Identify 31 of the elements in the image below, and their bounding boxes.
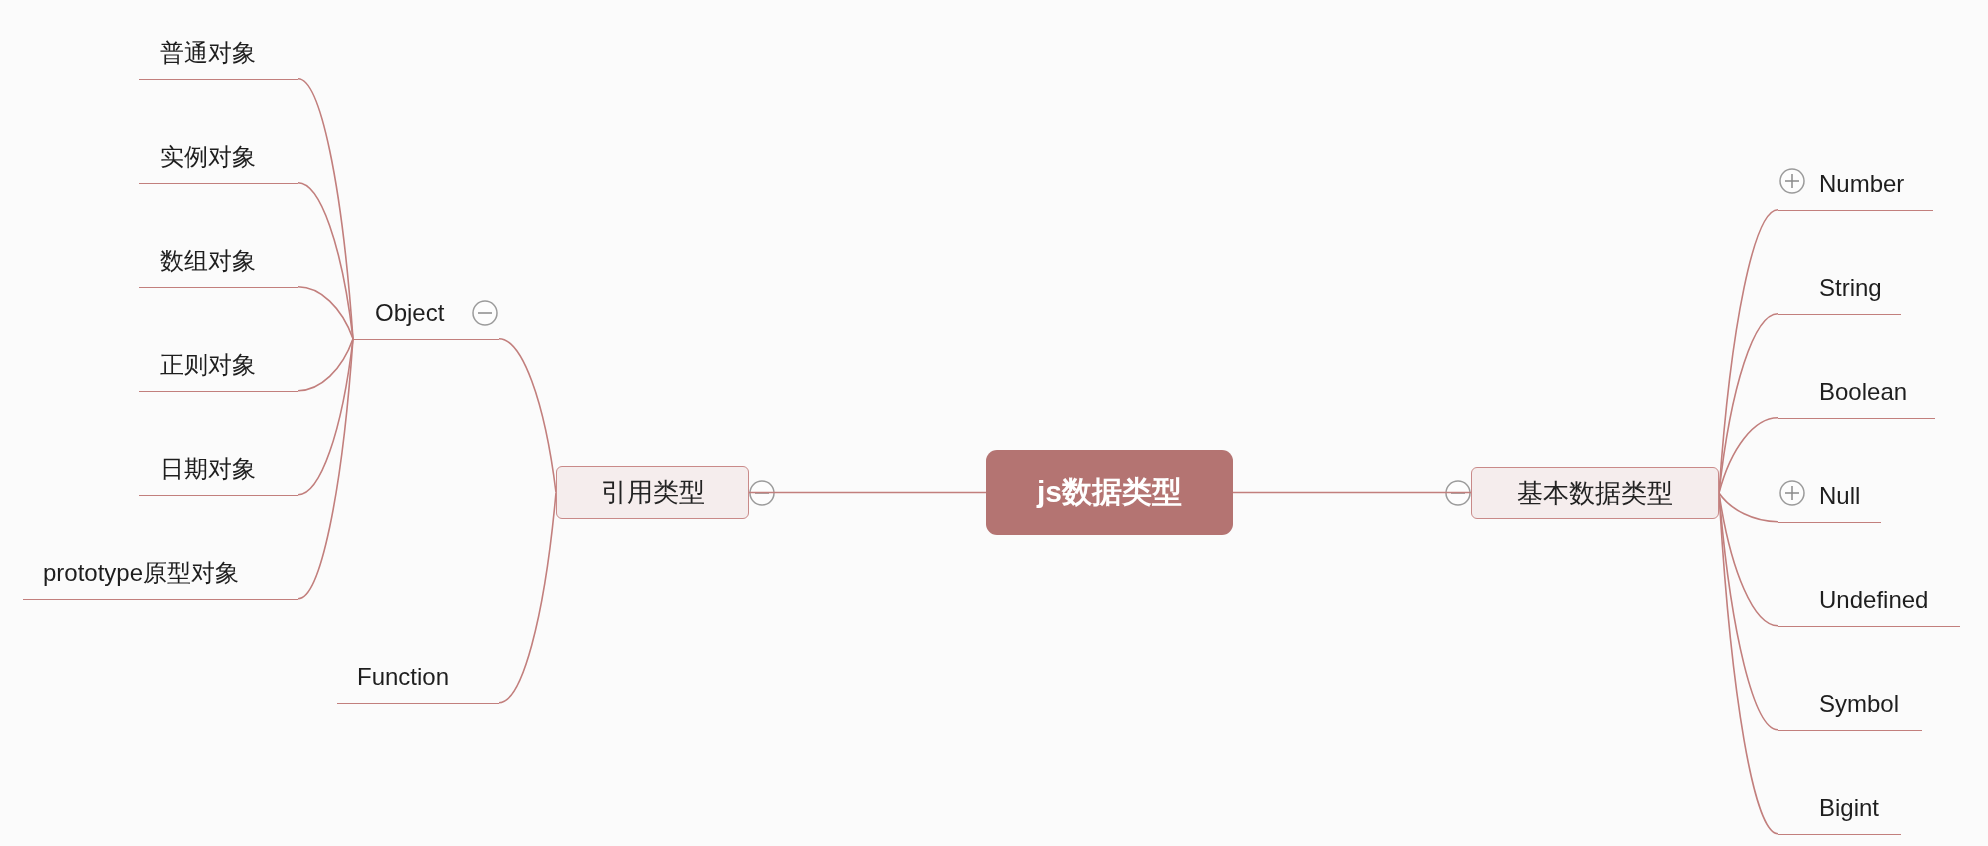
subtopic-label: 日期对象 [160,454,256,485]
topic-label: 引用类型 [600,476,705,509]
subtopic-label: 数组对象 [160,246,256,277]
connector-line [297,337,354,392]
connector-line [498,337,557,494]
connector-line [1718,492,1779,523]
connector-line [297,285,354,340]
subtopic-label: Object [375,299,445,328]
subtopic-label: Undefined [1819,586,1929,615]
subtopic-label: Boolean [1819,378,1908,407]
central-topic-label: js数据类型 [1037,474,1182,510]
subtopic-label: Null [1819,482,1861,511]
topic-box [1471,467,1719,519]
central-topic-box [986,450,1233,535]
subtopic-label: Number [1819,170,1905,199]
subtopic-label: 实例对象 [160,142,256,173]
connector-line [748,491,987,494]
topic-label: 基本数据类型 [1517,476,1673,510]
subtopic-label: Function [357,663,450,692]
subtopic-label: 正则对象 [160,350,256,381]
subtopic-label: Symbol [1819,690,1900,719]
connector-line [297,181,354,340]
subtopic-label: Bigint [1819,794,1880,823]
topic-box [556,466,749,519]
subtopic-label: prototype原型对象 [43,558,240,589]
connector-line [1232,491,1472,494]
subtopic-label: String [1819,274,1882,303]
connector-line [1718,416,1779,494]
connector-line [297,337,354,600]
subtopic-label: 普通对象 [160,38,256,69]
connector-line [297,77,354,340]
